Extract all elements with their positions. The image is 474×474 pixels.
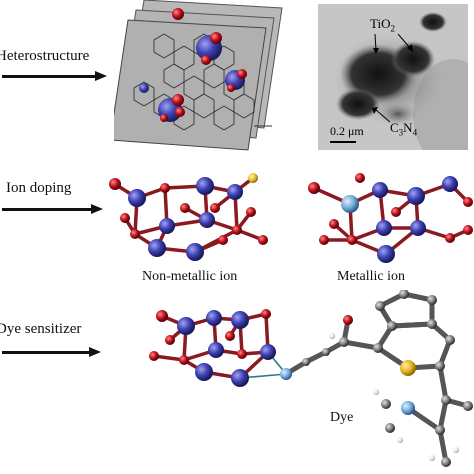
- non-metallic-dopant-atom: [248, 173, 258, 183]
- tio2-particle-top: [196, 32, 222, 65]
- row-label-ion-doping: Ion doping: [6, 180, 72, 196]
- arrow-dye-sensitizer: [2, 347, 101, 357]
- metallic-dopant-atom: [341, 195, 359, 213]
- c3n4-label: C3N4: [390, 120, 418, 138]
- dye-sensitized-structure: [149, 290, 473, 467]
- arrow-ion-doping: [2, 204, 103, 214]
- caption-dye: Dye: [330, 410, 354, 425]
- tio2-particle-right: [225, 69, 247, 92]
- tio2-particle-bottom: [158, 94, 185, 122]
- sulfur-atom: [400, 360, 416, 376]
- non-metallic-ion-lattice: [109, 173, 268, 261]
- arrow-heterostructure: [2, 71, 107, 81]
- metallic-ion-lattice: [308, 173, 473, 263]
- caption-metallic-ion: Metallic ion: [337, 269, 406, 284]
- scale-bar-label: 0.2 μm: [330, 124, 364, 138]
- row-label-heterostructure: Heterostructure: [0, 48, 90, 64]
- heterostructure-sheets-illustration: [114, 0, 283, 151]
- tem-micrograph: TiO2 C3N4 0.2 μm: [318, 4, 468, 150]
- row-label-dye-sensitizer: Dye sensitizer: [0, 321, 82, 337]
- caption-non-metallic-ion: Non-metallic ion: [142, 269, 238, 284]
- tio2-label: TiO2: [370, 16, 395, 34]
